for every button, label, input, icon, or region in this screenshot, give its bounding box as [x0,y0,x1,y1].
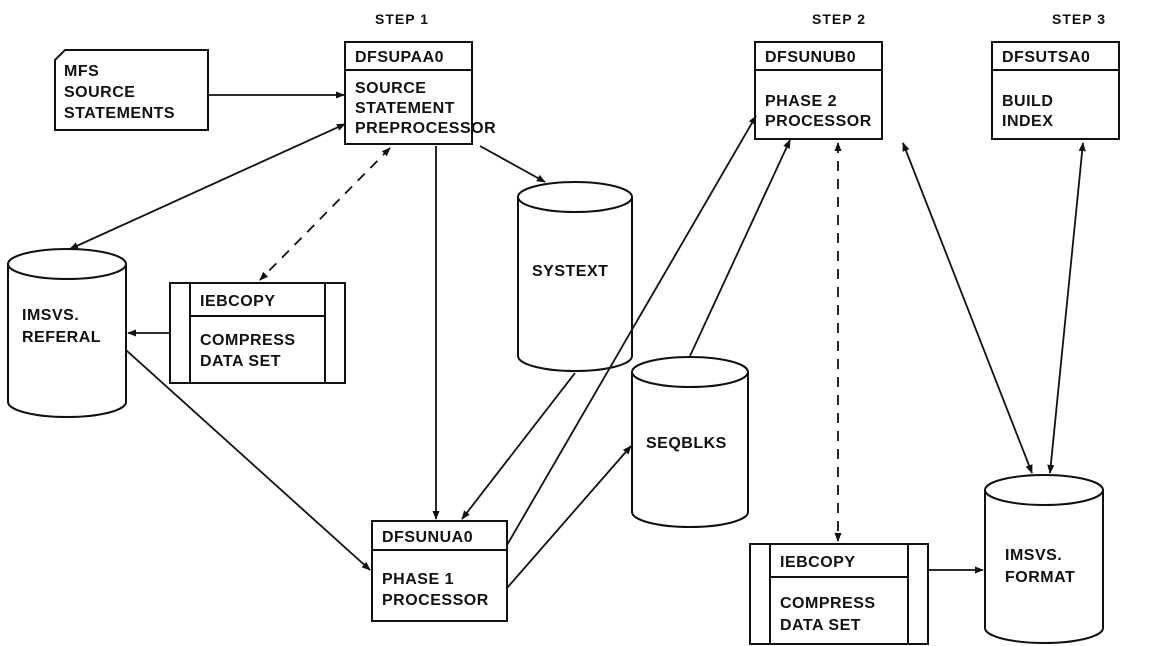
mfs-source-line-3: STATEMENTS [64,105,175,122]
mfs-source-line-1: MFS [64,63,99,80]
systext-label: SYSTEXT [532,263,608,280]
mfs-source-line-2: SOURCE [64,84,135,101]
iebcopy-left-utility-box: IEBCOPY COMPRESS DATA SET [169,282,346,384]
step-3-label: STEP 3 [1052,11,1106,27]
mfs-source-statements-card: MFS SOURCE STATEMENTS [54,49,209,131]
dfsunub0-name: DFSUNUB0 [765,49,856,66]
iebcopy-right-name: IEBCOPY [780,554,856,571]
iebcopy-right-desc-2: DATA SET [780,617,861,634]
iebcopy-left-name: IEBCOPY [200,293,276,310]
dfsutsa0-module-box: DFSUTSA0 BUILD INDEX [991,41,1120,140]
iebcopy-left-desc-1: COMPRESS [200,332,296,349]
dfsupaa0-module-box: DFSUPAA0 SOURCE STATEMENT PREPROCESSOR [344,41,496,145]
arrow-dfsupaa0-to-systext [479,145,546,183]
seqblks-dataset-cylinder: SEQBLKS [631,356,749,528]
dfsupaa0-desc-3: PREPROCESSOR [355,120,496,137]
arrow-dfsupaa0-referal [69,123,346,250]
dfsunub0-desc-1: PHASE 2 [765,93,837,110]
imsvs-format-dataset-cylinder: IMSVS. FORMAT [984,474,1104,644]
dfsunua0-desc-2: PROCESSOR [382,592,489,609]
dfsutsa0-name: DFSUTSA0 [1002,49,1090,66]
seqblks-label: SEQBLKS [646,435,727,452]
iebcopy-left-desc-2: DATA SET [200,353,281,370]
imsvs-referal-dataset-cylinder: IMSVS. REFERAL [7,248,127,418]
arrow-dfsunua0-to-dfsunub0 [506,115,757,546]
imsvs-format-line-2: FORMAT [1005,569,1075,586]
imsvs-format-line-1: IMSVS. [1005,547,1062,564]
dfsupaa0-name: DFSUPAA0 [355,49,444,66]
imsvs-referal-line-1: IMSVS. [22,307,79,324]
dfsunua0-name: DFSUNUA0 [382,529,473,546]
arrow-dfsunua0-to-seqblks [506,445,632,589]
dfsunub0-desc-2: PROCESSOR [765,113,872,130]
dfsunua0-module-box: DFSUNUA0 PHASE 1 PROCESSOR [371,520,508,622]
arrow-dfsutsa0-imsvs-format [1047,142,1086,474]
dfsunub0-module-box: DFSUNUB0 PHASE 2 PROCESSOR [754,41,883,140]
dfsupaa0-desc-1: SOURCE [355,80,426,97]
dfsutsa0-desc-2: INDEX [1002,113,1053,130]
dfsupaa0-desc-2: STATEMENT [355,100,455,117]
arrow-seqblks-to-dfsunub0 [689,139,791,357]
systext-dataset-cylinder: SYSTEXT [517,181,633,372]
dashed-arrow-dfsupaa0-iebcopy-left [259,147,391,281]
imsvs-referal-line-2: REFERAL [22,329,101,346]
arrow-referal-to-dfsunua0 [125,349,371,571]
step-1-label: STEP 1 [375,11,429,27]
arrow-dfsunub0-imsvs-format [902,142,1033,474]
arrow-systext-to-dfsunua0 [461,372,576,520]
dfsutsa0-desc-1: BUILD [1002,93,1053,110]
iebcopy-right-desc-1: COMPRESS [780,595,876,612]
iebcopy-right-utility-box: IEBCOPY COMPRESS DATA SET [749,543,929,645]
dfsunua0-desc-1: PHASE 1 [382,571,454,588]
step-2-label: STEP 2 [812,11,866,27]
